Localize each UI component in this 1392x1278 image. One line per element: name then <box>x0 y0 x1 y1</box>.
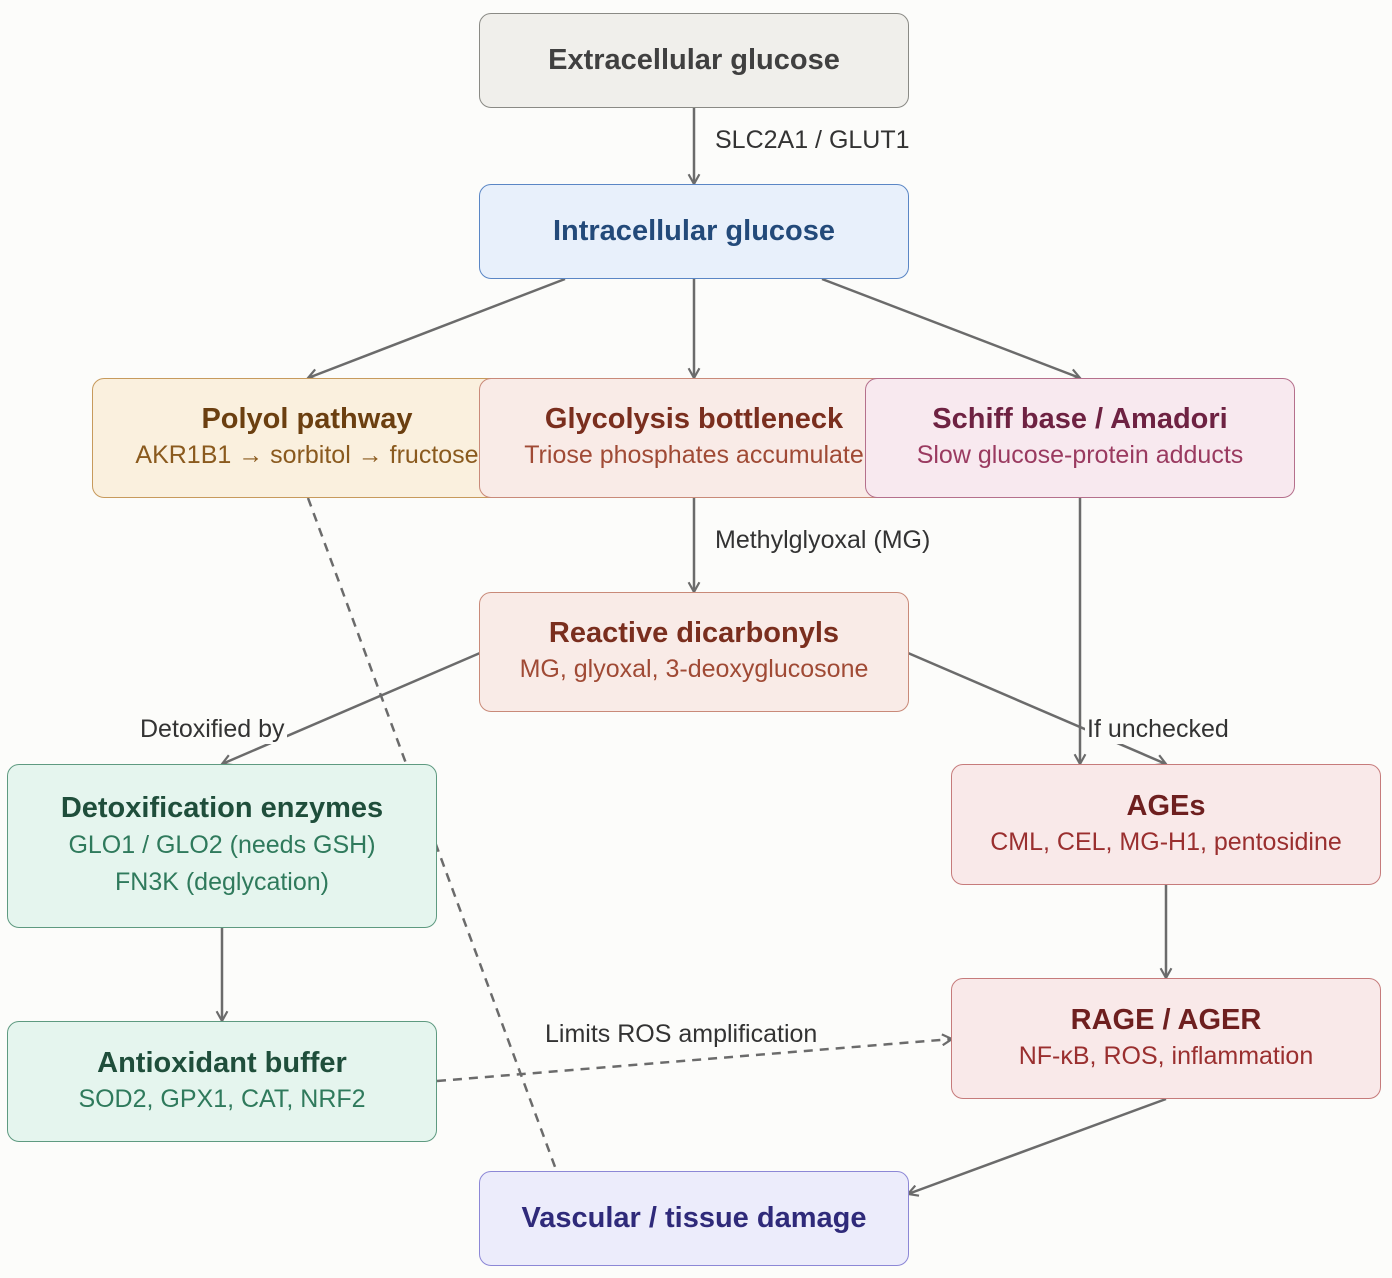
node-vascular-tissue-damage: Vascular / tissue damage <box>479 1171 909 1266</box>
node-extracellular-glucose: Extracellular glucose <box>479 13 909 108</box>
node-reactive-dicarbonyls: Reactive dicarbonyls MG, glyoxal, 3-deox… <box>479 592 909 712</box>
node-subtitle: MG, glyoxal, 3-deoxyglucosone <box>519 655 869 684</box>
node-rage-ager: RAGE / AGER NF-κB, ROS, inflammation <box>951 978 1381 1099</box>
node-title: Reactive dicarbonyls <box>548 617 840 650</box>
node-title: Schiff base / Amadori <box>932 403 1228 436</box>
arrow-intracellular-to-schiff <box>821 277 1080 378</box>
node-title: RAGE / AGER <box>1070 1003 1262 1036</box>
node-subtitle: GLO1 / GLO2 (needs GSH) <box>68 830 376 859</box>
node-ages: AGEs CML, CEL, MG-H1, pentosidine <box>951 764 1381 885</box>
node-subtitle-2: FN3K (deglycation) <box>115 868 329 897</box>
arrow-intracellular-to-polyol <box>308 277 566 378</box>
arrow-dicarbonyls-to-detox <box>222 651 481 764</box>
node-subtitle: SOD2, GPX1, CAT, NRF2 <box>78 1084 366 1113</box>
arrow-rage-to-damage <box>908 1097 1167 1194</box>
node-title: Detoxification enzymes <box>60 792 384 825</box>
node-title: Vascular / tissue damage <box>521 1202 867 1235</box>
node-intracellular-glucose: Intracellular glucose <box>479 184 909 279</box>
edge-label-methylglyoxal: Methylglyoxal (MG) <box>713 525 933 555</box>
edge-label-transport: SLC2A1 / GLUT1 <box>713 125 912 155</box>
edge-label-detoxified-by: Detoxified by <box>138 714 287 744</box>
node-antioxidant-buffer: Antioxidant buffer SOD2, GPX1, CAT, NRF2 <box>7 1021 437 1142</box>
node-detoxification-enzymes: Detoxification enzymes GLO1 / GLO2 (need… <box>7 764 437 928</box>
node-subtitle: NF-κB, ROS, inflammation <box>1018 1041 1314 1070</box>
node-title: Antioxidant buffer <box>97 1046 347 1079</box>
edge-label-if-unchecked: If unchecked <box>1085 714 1231 744</box>
node-title: Polyol pathway <box>201 403 413 436</box>
node-subtitle: AKR1B1 → sorbitol → fructose <box>135 441 479 470</box>
node-subtitle: CML, CEL, MG-H1, pentosidine <box>990 827 1342 856</box>
node-schiff-base-amadori: Schiff base / Amadori Slow glucose-prote… <box>865 378 1295 498</box>
node-subtitle: Triose phosphates accumulate <box>524 441 864 470</box>
node-title: Glycolysis bottleneck <box>544 403 844 436</box>
node-title: Extracellular glucose <box>548 44 840 77</box>
node-glycolysis-bottleneck: Glycolysis bottleneck Triose phosphates … <box>479 378 909 498</box>
dashed-arrow-antioxidant-to-rage <box>436 1039 952 1083</box>
node-subtitle: Slow glucose-protein adducts <box>916 441 1244 470</box>
node-title: Intracellular glucose <box>552 215 836 248</box>
edge-label-limits-ros: Limits ROS amplification <box>543 1019 820 1049</box>
node-title: AGEs <box>1126 789 1206 822</box>
arrow-dicarbonyls-to-ages <box>907 651 1166 764</box>
node-polyol-pathway: Polyol pathway AKR1B1 → sorbitol → fruct… <box>92 378 522 498</box>
